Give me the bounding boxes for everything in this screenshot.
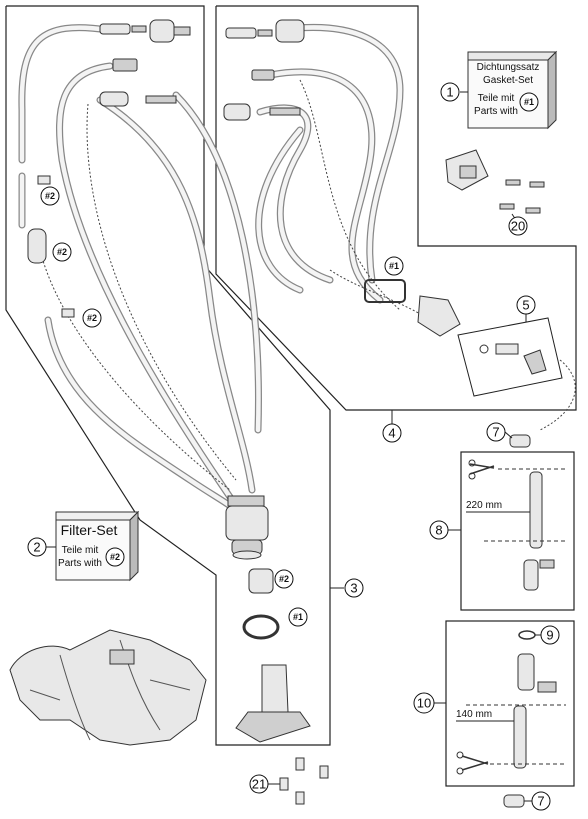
- svg-text:20: 20: [511, 219, 525, 234]
- callout-20: 20: [508, 213, 528, 236]
- svg-text:#2: #2: [87, 313, 97, 323]
- callout-9: 9: [535, 625, 560, 645]
- callout-5: 5: [516, 295, 536, 322]
- callout-4: 4: [382, 410, 402, 443]
- sleeve-icon: [248, 568, 274, 594]
- svg-text:7: 7: [537, 794, 544, 809]
- ref-marker: #2: [82, 308, 102, 328]
- ref-marker: #2: [274, 569, 294, 589]
- ref-marker: #1: [288, 607, 308, 627]
- callout-8: 8: [429, 520, 461, 540]
- gasket-kit-title-de: Dichtungssatz: [477, 62, 540, 73]
- seal-ring-icon: [242, 614, 280, 640]
- callout-21: 21: [249, 774, 280, 794]
- ref-marker: #2: [52, 242, 72, 262]
- svg-text:#2: #2: [45, 191, 55, 201]
- hose-section-icon: [513, 705, 527, 769]
- frame-group-8: [460, 451, 575, 611]
- hose-clamp-icon: [503, 794, 525, 808]
- fuel-pump-icon: [225, 495, 269, 560]
- gasket-kit-title-en: Gasket-Set: [483, 75, 533, 86]
- quick-connector-icon: [517, 653, 535, 691]
- gasket-kit-note-de: Teile mit: [478, 93, 515, 104]
- hose-section-icon: [529, 471, 543, 549]
- svg-text:8: 8: [435, 523, 442, 538]
- svg-text:#1: #1: [389, 261, 399, 271]
- callout-10: 10: [413, 692, 446, 714]
- callout-7-top: 7: [486, 422, 513, 442]
- hose-length-140: 140 mm: [456, 709, 492, 720]
- svg-text:10: 10: [417, 696, 431, 711]
- part-5-box: [457, 317, 576, 431]
- svg-text:1: 1: [446, 85, 453, 100]
- filter-kit-title: Filter-Set: [61, 522, 118, 538]
- svg-text:2: 2: [33, 540, 40, 555]
- svg-text:#1: #1: [293, 612, 303, 622]
- group-10-parts: [456, 653, 566, 775]
- group-3-parts: [235, 568, 311, 743]
- filter-kit-note-en: Parts with: [58, 558, 102, 569]
- ref-marker: #2: [40, 186, 60, 206]
- hose-clamp-icon: [509, 434, 531, 448]
- svg-text:3: 3: [350, 581, 357, 596]
- svg-text:4: 4: [388, 426, 395, 441]
- fuel-filter-icon: [27, 228, 47, 264]
- group-3-connectors: [27, 19, 191, 318]
- frame-group-3: [5, 5, 331, 746]
- gasket-kit-note-en: Parts with: [474, 106, 518, 117]
- frame-group-4: [215, 5, 577, 411]
- svg-text:#1: #1: [524, 97, 534, 107]
- group-4-hoses: [255, 24, 431, 321]
- clamp-icon: [37, 175, 51, 185]
- group-4-connectors: [223, 19, 461, 337]
- callout-3: 3: [330, 578, 364, 598]
- svg-text:#2: #2: [110, 552, 120, 562]
- ref-marker: #1: [384, 256, 404, 276]
- group-8-parts: [468, 459, 566, 591]
- svg-text:5: 5: [522, 298, 529, 313]
- svg-text:#2: #2: [279, 574, 289, 584]
- callout-2: 2: [27, 537, 56, 557]
- fuel-tank-icon: [9, 629, 207, 746]
- gasket-ring-icon: [364, 279, 406, 303]
- svg-text:#2: #2: [57, 247, 67, 257]
- filter-kit-note-de: Teile mit: [62, 545, 99, 556]
- frame-group-10: [445, 620, 575, 787]
- flange-icon: [261, 664, 289, 713]
- svg-text:21: 21: [252, 777, 266, 792]
- part-20-hardware: [445, 149, 545, 214]
- ref-marker: #2: [105, 547, 125, 567]
- svg-text:9: 9: [546, 628, 553, 643]
- part-21-screws: [279, 757, 329, 805]
- hose-length-220: 220 mm: [466, 500, 502, 511]
- ref-marker: #1: [519, 92, 539, 112]
- clamp-icon: [61, 308, 75, 318]
- callout-1: 1: [440, 82, 468, 102]
- pump-flange-icon: [417, 295, 461, 337]
- o-ring-icon: [518, 630, 536, 640]
- group-3-hoses: [18, 24, 262, 519]
- quick-connector-icon: [523, 559, 539, 591]
- callout-7-bottom: 7: [524, 791, 551, 811]
- svg-text:7: 7: [492, 425, 499, 440]
